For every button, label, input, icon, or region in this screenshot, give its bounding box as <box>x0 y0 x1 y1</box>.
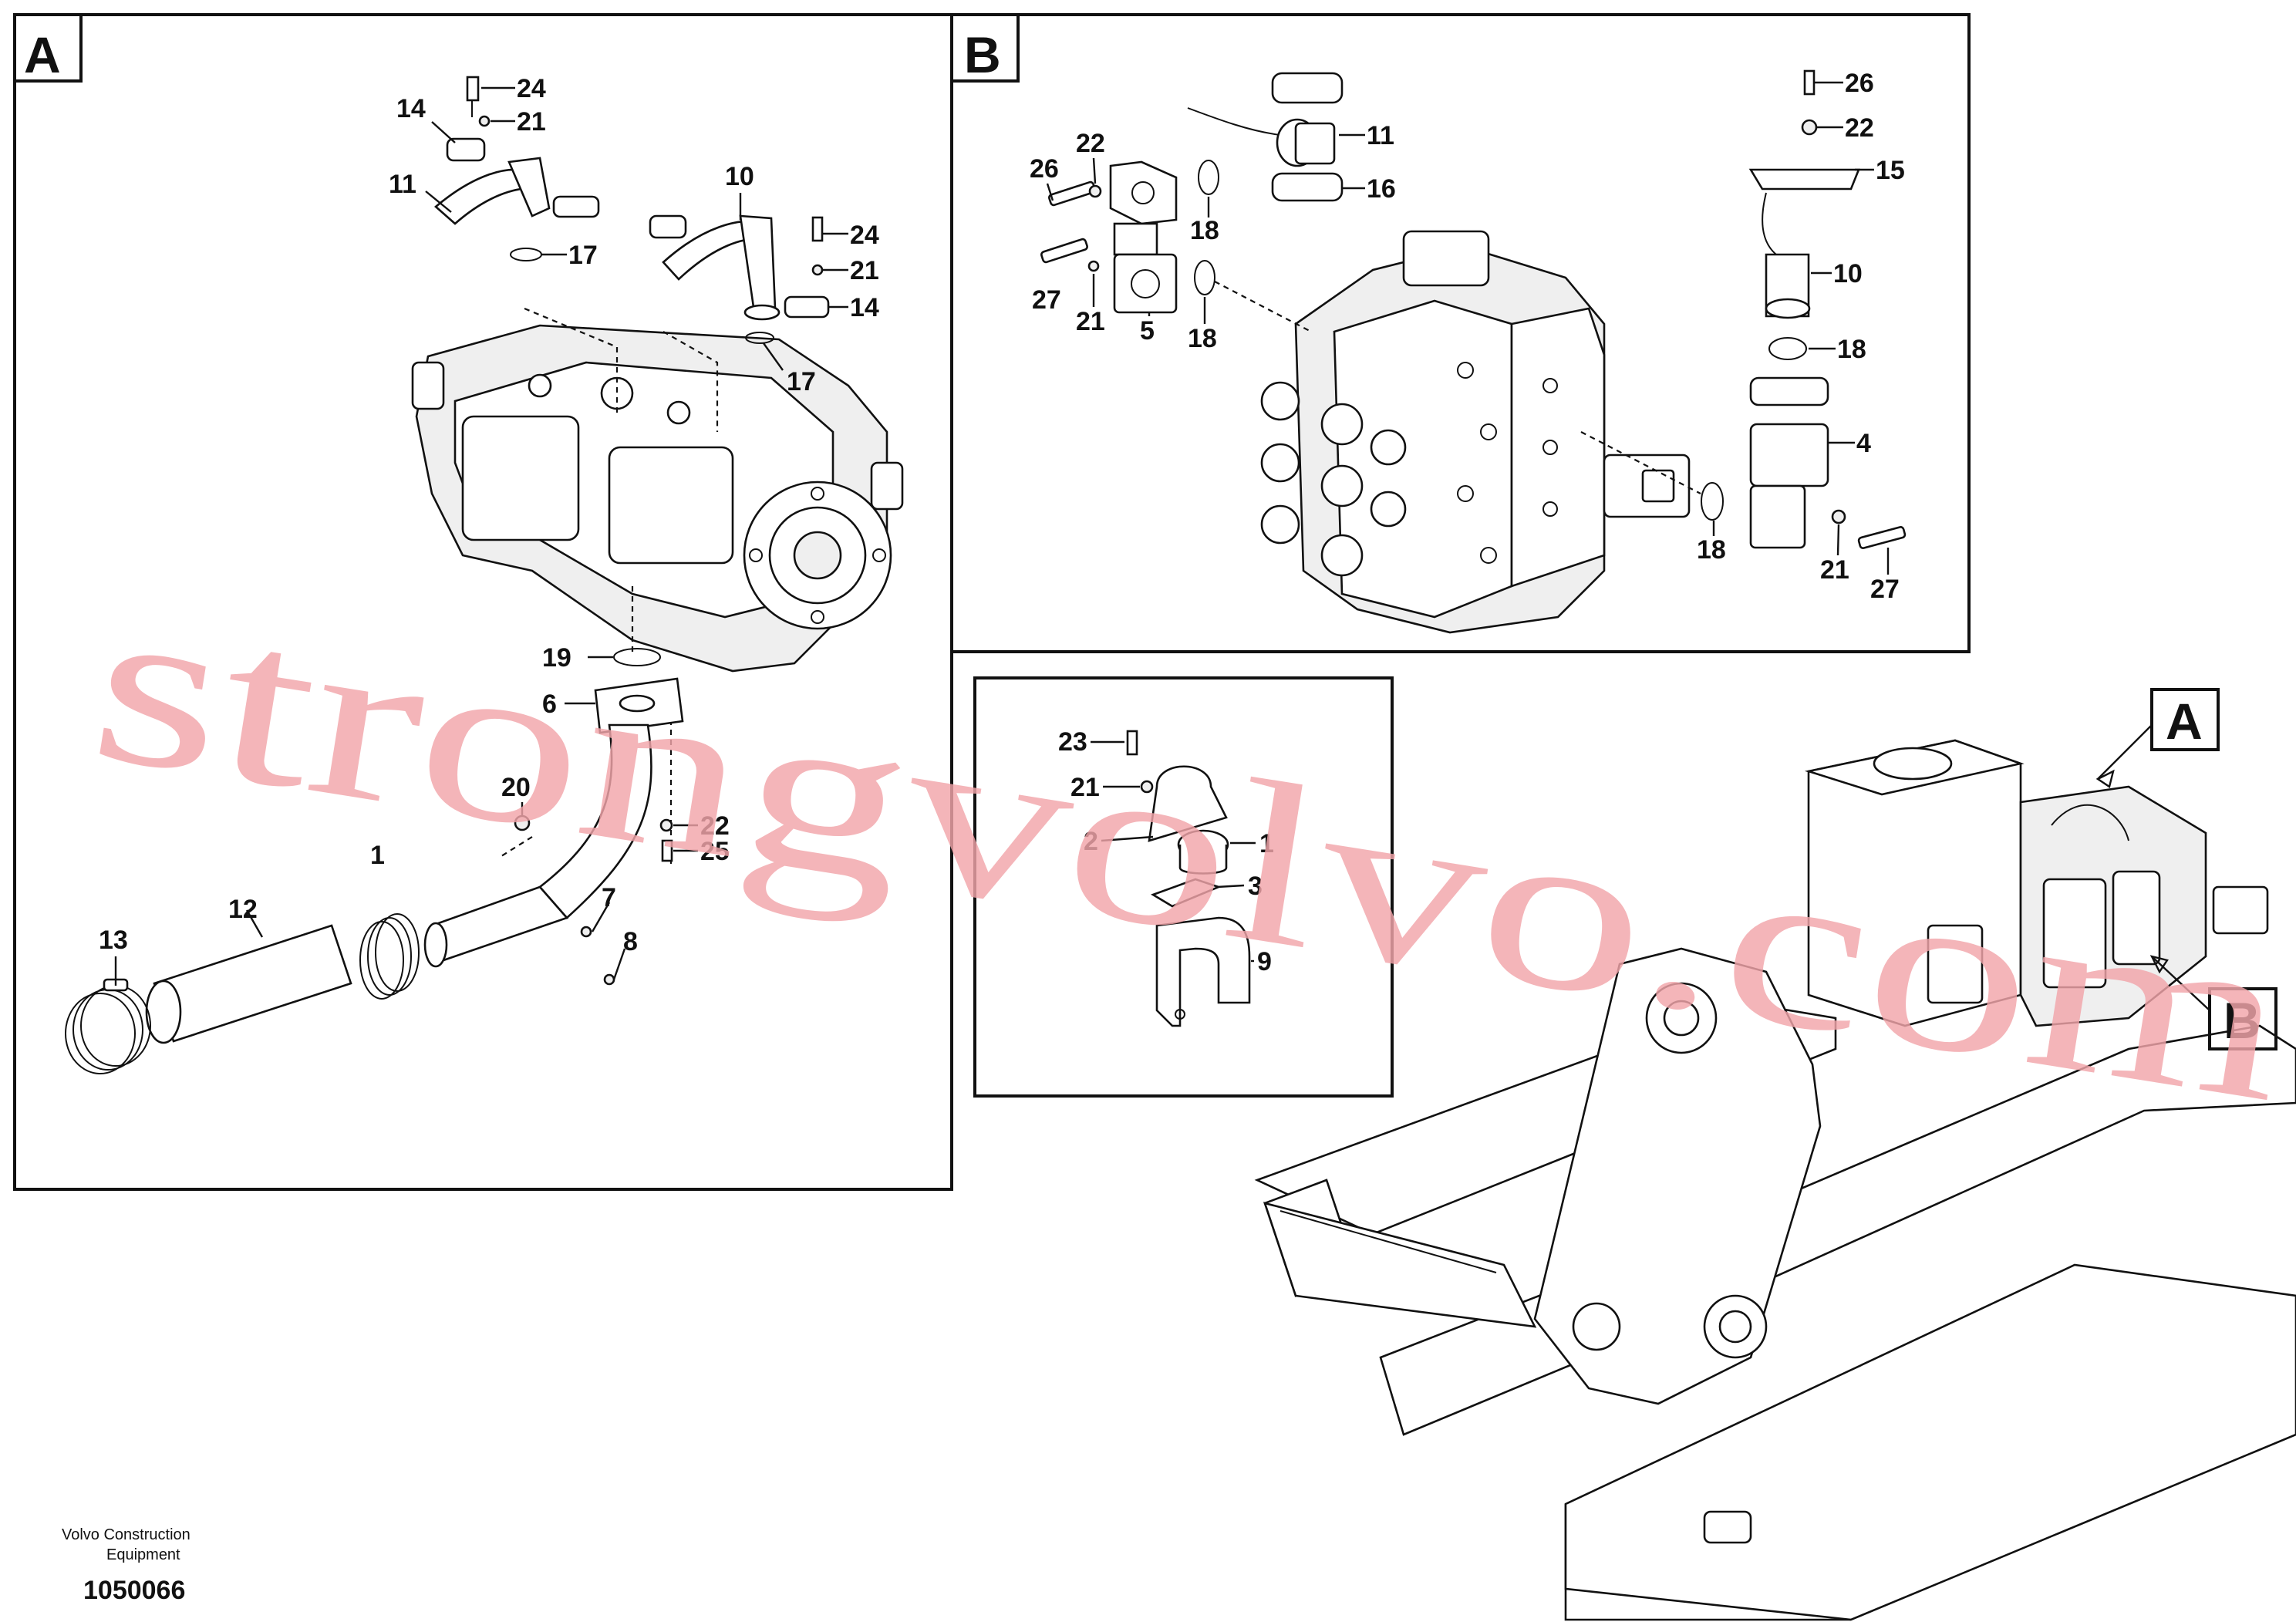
assembly-line <box>524 307 619 416</box>
callout-21: 21 <box>1070 773 1100 802</box>
panel-b-top-fittings <box>1187 72 1344 202</box>
callout-10: 10 <box>1833 259 1863 288</box>
callout-21: 21 <box>1820 555 1849 585</box>
callout-12: 12 <box>228 895 258 924</box>
panel-a: A <box>13 13 953 1191</box>
panel-b: B <box>950 13 1971 653</box>
panel-b-left-fittings <box>1040 160 1312 332</box>
callout-6: 6 <box>542 690 557 719</box>
callout-22: 22 <box>1845 113 1874 143</box>
panel-a-letter-box <box>13 13 83 83</box>
callout-18: 18 <box>1190 216 1219 245</box>
panel-b-letter-box <box>950 13 1020 83</box>
callout-18: 18 <box>1697 535 1726 565</box>
panel-b-right-fittings <box>1580 69 1907 549</box>
callout-11: 11 <box>1367 121 1394 150</box>
callout-21: 21 <box>850 256 879 285</box>
callout-5: 5 <box>1140 316 1155 346</box>
callout-22: 22 <box>1076 129 1105 158</box>
panel-c-frame <box>973 676 1394 1098</box>
callout-18: 18 <box>1837 335 1866 364</box>
callout-8: 8 <box>623 927 638 956</box>
overview-callout-a: A <box>2166 693 2203 750</box>
callout-14: 14 <box>396 94 426 123</box>
callout-16: 16 <box>1367 174 1396 204</box>
machine-overview-drawing: A B <box>1254 688 2296 1621</box>
callout-9: 9 <box>1257 947 1272 976</box>
company-line-1: Volvo Construction <box>62 1526 190 1543</box>
panel-b-callouts: 22 26 18 27 21 5 18 11 16 26 22 15 10 <box>1030 69 1905 604</box>
callout-2: 2 <box>1084 827 1098 856</box>
callout-25: 25 <box>700 837 730 866</box>
callout-21: 21 <box>517 107 546 137</box>
callout-1: 1 <box>1259 829 1274 858</box>
callout-26: 26 <box>1030 154 1059 184</box>
callout-13: 13 <box>99 926 128 955</box>
control-valve-drawing <box>1260 230 1691 634</box>
callout-19: 19 <box>542 643 571 673</box>
callout-21: 21 <box>1076 307 1105 336</box>
hydraulic-pump-drawing <box>411 324 904 673</box>
overview-callout-b: B <box>2224 992 2261 1049</box>
callout-4: 4 <box>1856 429 1871 458</box>
suction-hose-drawing <box>65 913 420 1074</box>
callout-26: 26 <box>1845 69 1874 98</box>
callout-11: 11 <box>389 170 416 199</box>
overview-callout-a-box <box>2150 688 2220 751</box>
callout-20: 20 <box>501 773 531 802</box>
panel-c: 23 21 2 1 3 9 <box>973 676 1394 1098</box>
callout-18: 18 <box>1188 324 1217 353</box>
callout-27: 27 <box>1870 575 1900 604</box>
panel-a-callouts: 24 21 14 11 17 10 24 21 14 17 19 6 20 <box>99 74 879 986</box>
callout-24: 24 <box>517 74 546 103</box>
callout-17: 17 <box>787 367 816 396</box>
drawing-number: 1050066 <box>83 1576 185 1605</box>
hose-11-drawing <box>434 76 600 261</box>
callout-23: 23 <box>1058 727 1087 757</box>
panel-b-letter: B <box>964 26 1001 83</box>
hose-10-drawing <box>649 214 830 344</box>
watermark: strongvolvo.com <box>78 551 2296 1150</box>
overview-callout-b-box <box>2208 987 2277 1050</box>
callout-1: 1 <box>370 841 385 870</box>
panel-c-callouts: 23 21 2 1 3 9 <box>1058 727 1274 976</box>
callout-14: 14 <box>850 293 879 322</box>
outlet-pipe-drawing <box>423 648 684 986</box>
callout-15: 15 <box>1876 156 1905 185</box>
callout-22: 22 <box>700 811 730 841</box>
bracket-drawing <box>1126 730 1251 1027</box>
panel-a-letter: A <box>24 26 61 83</box>
assembly-line <box>663 331 719 432</box>
footer: Volvo Construction Equipment 1050066 <box>62 1526 190 1605</box>
callout-27: 27 <box>1032 285 1061 315</box>
callout-24: 24 <box>850 221 879 250</box>
callout-10: 10 <box>725 162 754 191</box>
assembly-line <box>501 836 533 857</box>
callout-17: 17 <box>568 241 598 270</box>
callout-3: 3 <box>1248 872 1263 901</box>
panel-b-frame <box>950 13 1971 653</box>
company-line-2: Equipment <box>106 1546 180 1563</box>
callout-7: 7 <box>602 883 616 912</box>
